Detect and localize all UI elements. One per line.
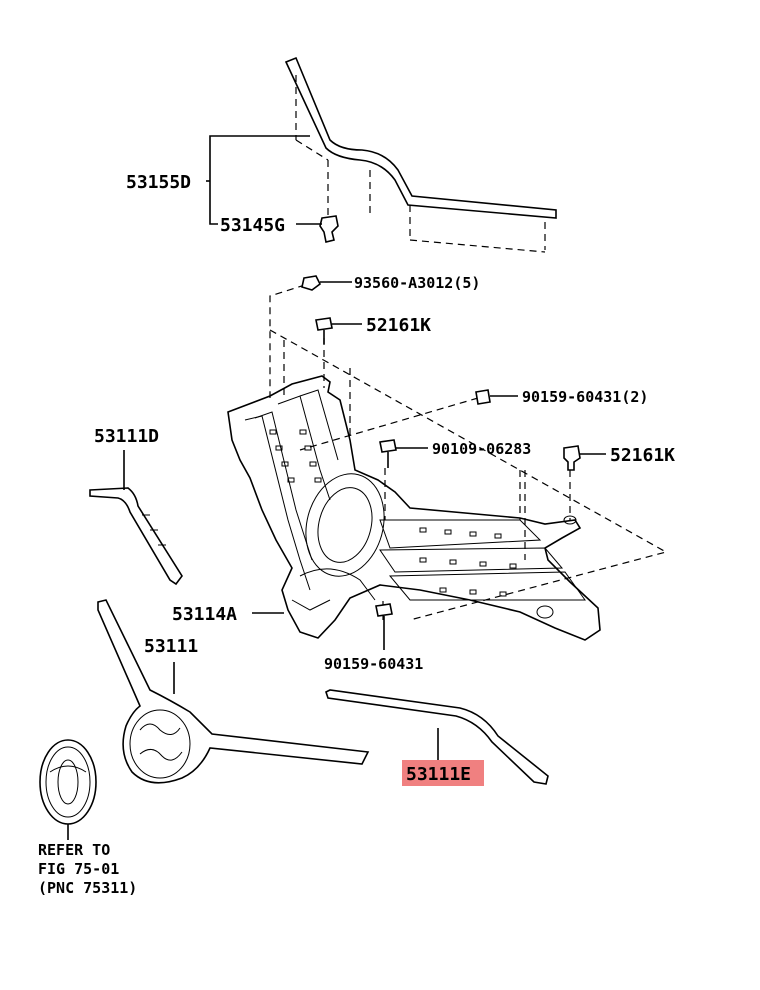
grille-frame-53111	[97, 599, 370, 784]
label-53145g: 53145G	[220, 215, 285, 236]
label-53111d: 53111D	[94, 426, 159, 447]
highlight-53111e	[402, 760, 484, 786]
emblem	[39, 739, 97, 840]
side-trim-53111d	[89, 450, 183, 586]
label-93560: 93560-A3012(5)	[354, 274, 480, 292]
fastener-90159	[375, 603, 393, 650]
fastener-52161k-right	[563, 445, 581, 471]
label-90159-2: 90159-60431(2)	[522, 388, 648, 406]
label-90109: 90109-06283	[432, 440, 531, 458]
fastener-90159-2	[475, 389, 491, 405]
reference-note-line2: FIG 75-01	[38, 860, 119, 878]
clip-53145g	[319, 215, 339, 243]
label-52161k-top: 52161K	[366, 315, 431, 336]
reference-note-line1: REFER TO	[38, 841, 110, 859]
reference-note-line3: (PNC 75311)	[38, 879, 137, 897]
fastener-93560	[301, 275, 322, 291]
grille-body-53114a	[227, 375, 601, 641]
label-53111e: 53111E	[406, 764, 471, 785]
label-52161k-right: 52161K	[610, 445, 675, 466]
label-53114a: 53114A	[172, 604, 237, 625]
fastener-90109	[379, 439, 397, 468]
lower-trim-53111e	[325, 689, 549, 785]
label-53155d: 53155D	[126, 172, 191, 193]
upper-molding-53155d	[284, 56, 557, 253]
assembly-lines	[269, 284, 668, 621]
fastener-52161k-top	[315, 317, 333, 344]
label-90159: 90159-60431	[324, 655, 423, 673]
label-53111: 53111	[144, 636, 198, 657]
